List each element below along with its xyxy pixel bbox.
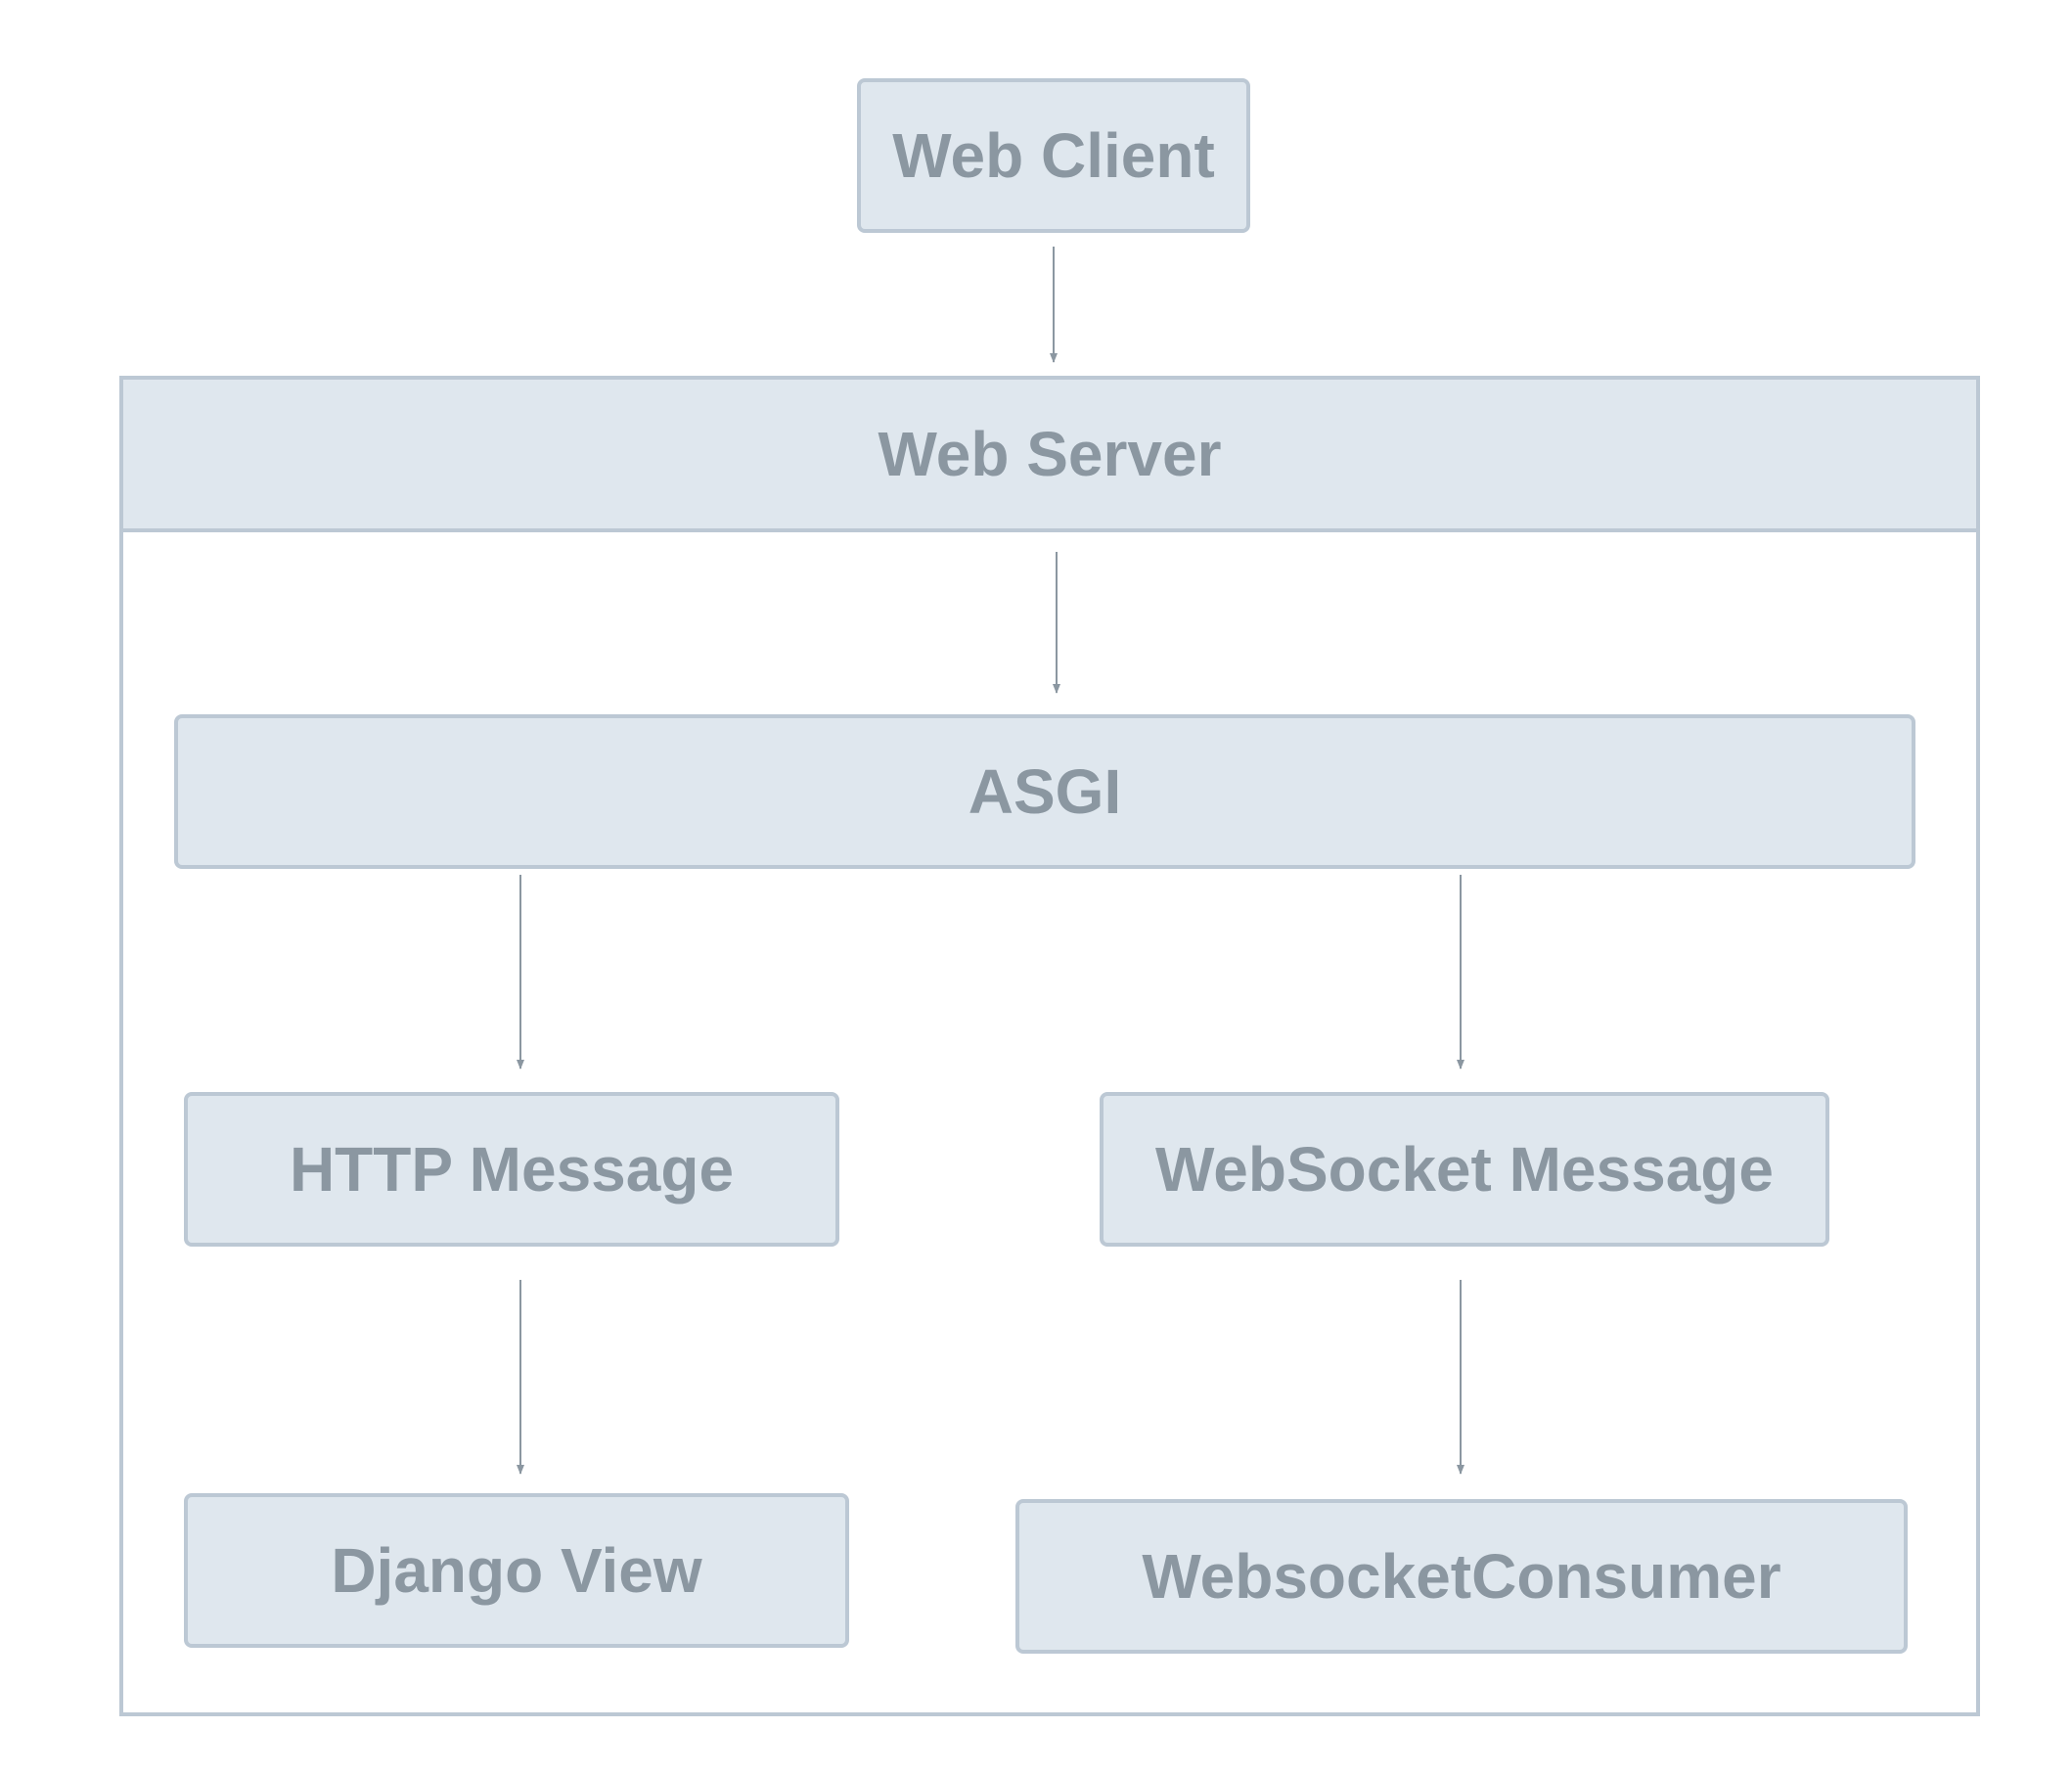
web-server-node: Web Server — [119, 376, 1980, 532]
websocket-message-node: WebSocket Message — [1100, 1092, 1829, 1247]
http-message-node: HTTP Message — [184, 1092, 839, 1247]
django-view-node: Django View — [184, 1493, 849, 1648]
asgi-node: ASGI — [174, 714, 1915, 869]
web-client-node: Web Client — [857, 78, 1250, 233]
websocket-consumer-node: WebsocketConsumer — [1015, 1499, 1908, 1654]
web-server-container — [119, 376, 1980, 1716]
